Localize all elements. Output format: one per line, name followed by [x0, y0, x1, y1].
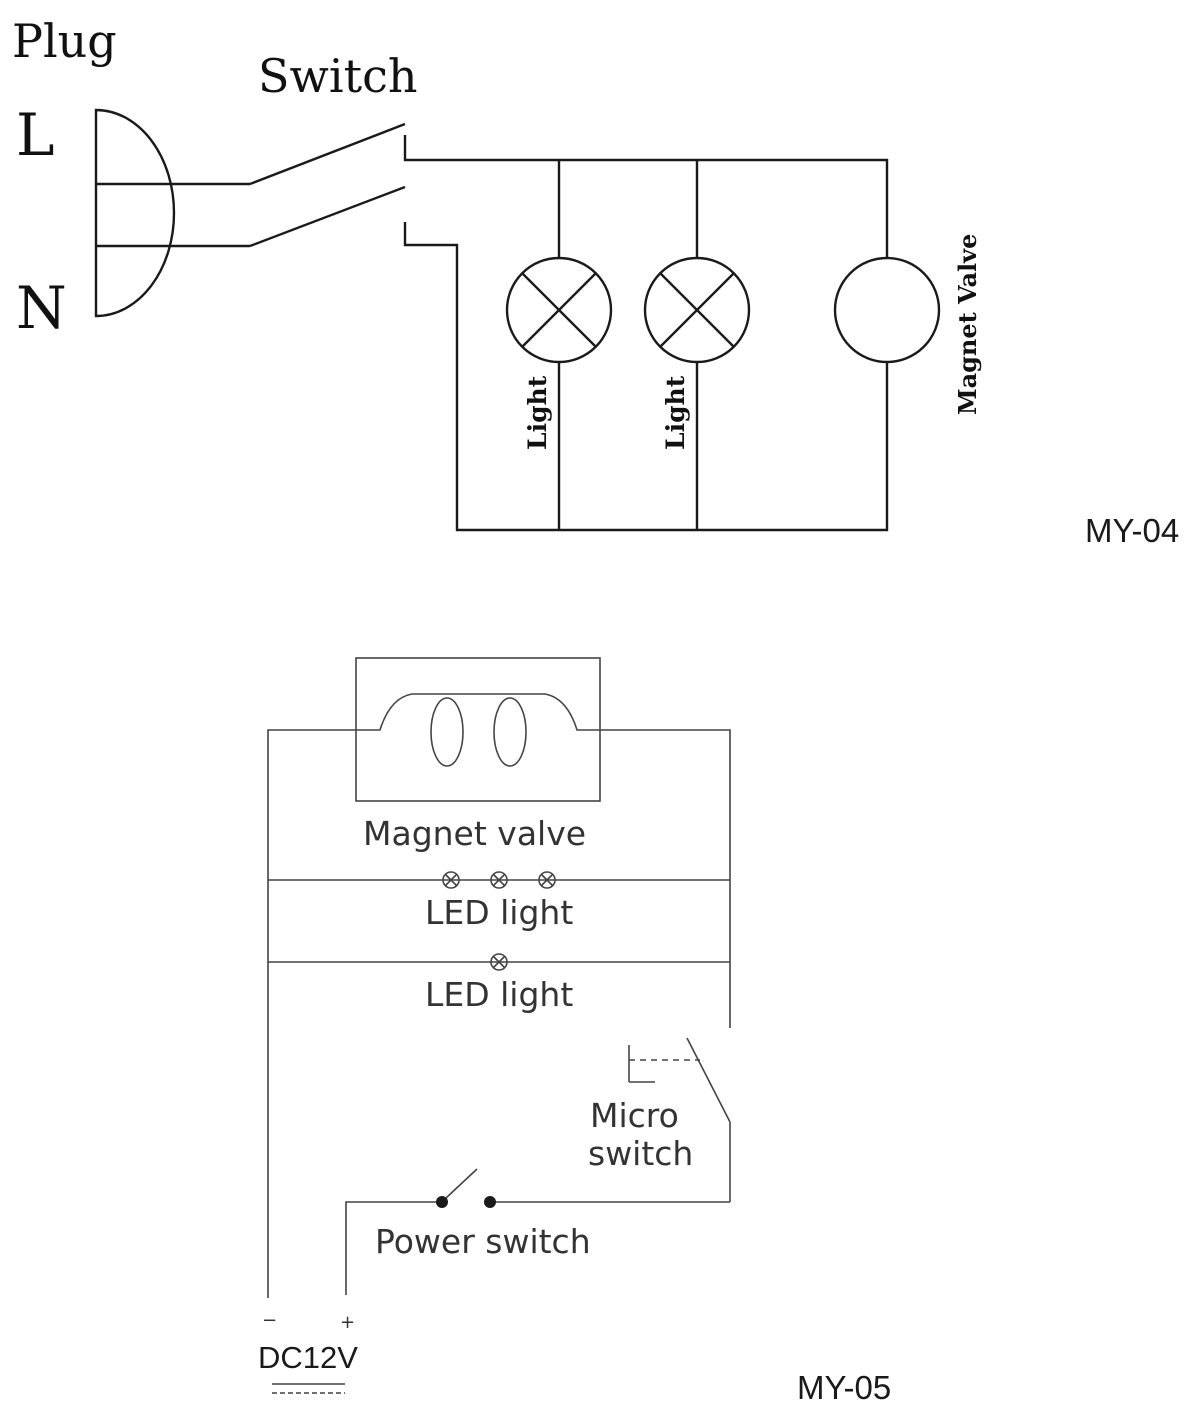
switch-contact-l	[403, 135, 889, 258]
light-2-label: Light	[661, 375, 690, 450]
power-switch-label: Power switch	[375, 1222, 591, 1261]
line-terminal-label: L	[16, 101, 55, 169]
switch-blade-l	[249, 122, 406, 186]
positive-terminal-label: +	[340, 1312, 355, 1333]
plug-label: Plug	[12, 14, 117, 68]
magnet-valve-label-my05: Magnet valve	[363, 814, 586, 853]
micro-switch-label-2: switch	[588, 1134, 693, 1173]
power-switch-wire	[345, 1201, 730, 1295]
model-label-my04: MY-04	[1085, 512, 1179, 549]
coil-loop-2	[493, 697, 527, 767]
led-icon	[442, 871, 460, 889]
supply-label: DC12V	[258, 1340, 358, 1375]
coil-loop-1	[430, 697, 464, 767]
magnet-valve-coil	[267, 693, 731, 1295]
led-light-label-2: LED light	[425, 975, 573, 1014]
led-icon	[538, 871, 556, 889]
lamp-1-symbol	[505, 256, 613, 364]
switch-label: Switch	[258, 49, 417, 103]
led-icon	[490, 953, 508, 971]
switch-blade-n	[249, 185, 406, 248]
magnet-valve-label: Magnet Valve	[953, 234, 982, 415]
light-1-label: Light	[523, 375, 552, 450]
power-switch-symbol	[436, 1168, 496, 1208]
micro-switch-symbol	[628, 1037, 731, 1202]
model-label-my05: MY-05	[797, 1369, 891, 1406]
led-light-group-1	[442, 871, 556, 889]
magnet-valve-symbol	[833, 256, 941, 364]
micro-switch-label-1: Micro	[590, 1096, 679, 1135]
lamp-2-symbol	[643, 256, 751, 364]
magnet-valve-box	[355, 657, 601, 802]
negative-terminal-label: −	[262, 1310, 277, 1331]
diagram-my05: Magnet valve LED light	[258, 657, 891, 1406]
neutral-terminal-label: N	[16, 274, 67, 342]
switch-contact-n	[403, 222, 889, 532]
diagram-my04: Plug Switch L N Light L	[12, 14, 1179, 549]
plug-symbol	[94, 108, 176, 318]
led-light-label-1: LED light	[425, 893, 573, 932]
battery-symbol	[272, 1383, 345, 1394]
led-icon	[490, 871, 508, 889]
